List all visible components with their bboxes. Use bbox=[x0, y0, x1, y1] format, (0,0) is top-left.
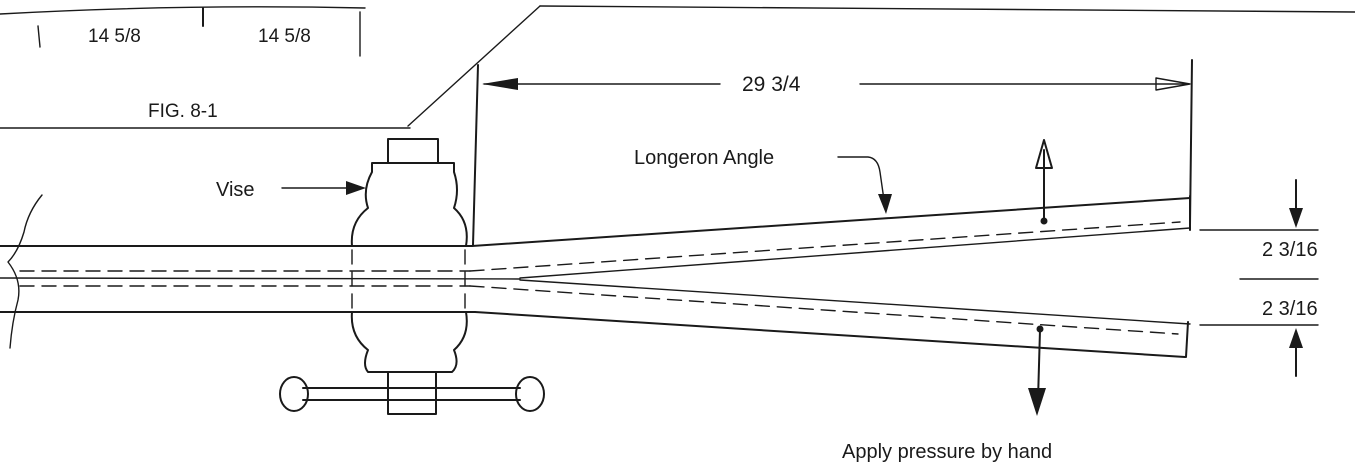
break-line bbox=[7, 194, 43, 349]
longeron-left-section bbox=[0, 245, 521, 313]
lower-longeron-end bbox=[1185, 321, 1189, 358]
vise-leader-arrow bbox=[346, 181, 366, 195]
vise-lower-jaw bbox=[350, 311, 468, 373]
dim-text-top-left: 14 5/8 bbox=[88, 26, 141, 47]
label-vise: Vise bbox=[216, 179, 255, 201]
offset-arrow-lower-head bbox=[1289, 328, 1303, 348]
dim-text-top-right: 14 5/8 bbox=[258, 26, 311, 47]
center-line bbox=[0, 277, 521, 280]
lower-longeron-bottom-edge bbox=[474, 311, 1186, 358]
figure-caption: FIG. 8-1 bbox=[148, 101, 218, 122]
upper-longeron-hidden bbox=[469, 221, 1181, 272]
upper-longeron-bottom-edge bbox=[519, 227, 1191, 279]
bench-top-line bbox=[539, 5, 1355, 13]
upper-pressure-point bbox=[1040, 217, 1048, 225]
vise-drawing bbox=[279, 138, 545, 415]
label-apply-pressure: Apply pressure by hand bbox=[842, 441, 1052, 463]
label-longeron-angle: Longeron Angle bbox=[634, 147, 774, 169]
upper-pressure-arrowhead bbox=[1035, 139, 1053, 169]
upper-longeron bbox=[469, 195, 1191, 279]
bench-outline bbox=[0, 5, 1355, 129]
top-curve-line bbox=[0, 6, 366, 15]
vise-top-screw bbox=[387, 138, 439, 164]
bench-diagonal-line bbox=[407, 5, 541, 127]
lower-longeron-top-edge bbox=[519, 279, 1191, 325]
longeron-leader-arrow bbox=[878, 194, 892, 214]
top-dimension-detail: 14 5/8 14 5/8 bbox=[0, 6, 366, 57]
dim-tick-left bbox=[37, 25, 41, 48]
dim-arrow-right bbox=[1155, 77, 1191, 91]
lower-pressure-point bbox=[1036, 325, 1044, 333]
offset-dimensions: 2 3/16 2 3/16 bbox=[1199, 179, 1319, 377]
dim-text-lower-offset: 2 3/16 bbox=[1262, 298, 1318, 320]
dim-extension-left bbox=[472, 64, 479, 246]
lower-longeron-hidden bbox=[469, 285, 1179, 335]
dim-text-upper-offset: 2 3/16 bbox=[1262, 239, 1318, 261]
dim-arrow-left bbox=[482, 78, 518, 90]
lower-pressure-arrowhead bbox=[1028, 388, 1046, 416]
length-dimension: 29 3/4 bbox=[472, 59, 1193, 246]
dim-text-length: 29 3/4 bbox=[742, 73, 801, 96]
vise-handle-knob-left bbox=[279, 376, 309, 412]
upper-longeron-top-edge bbox=[471, 197, 1191, 247]
offset-arrow-upper-head bbox=[1289, 208, 1303, 228]
vise-screw-body bbox=[387, 371, 437, 415]
vise-upper-jaw bbox=[350, 162, 468, 247]
lower-longeron bbox=[469, 279, 1191, 358]
longeron-leader-line bbox=[837, 156, 885, 201]
vise-handle-knob-right bbox=[515, 376, 545, 412]
